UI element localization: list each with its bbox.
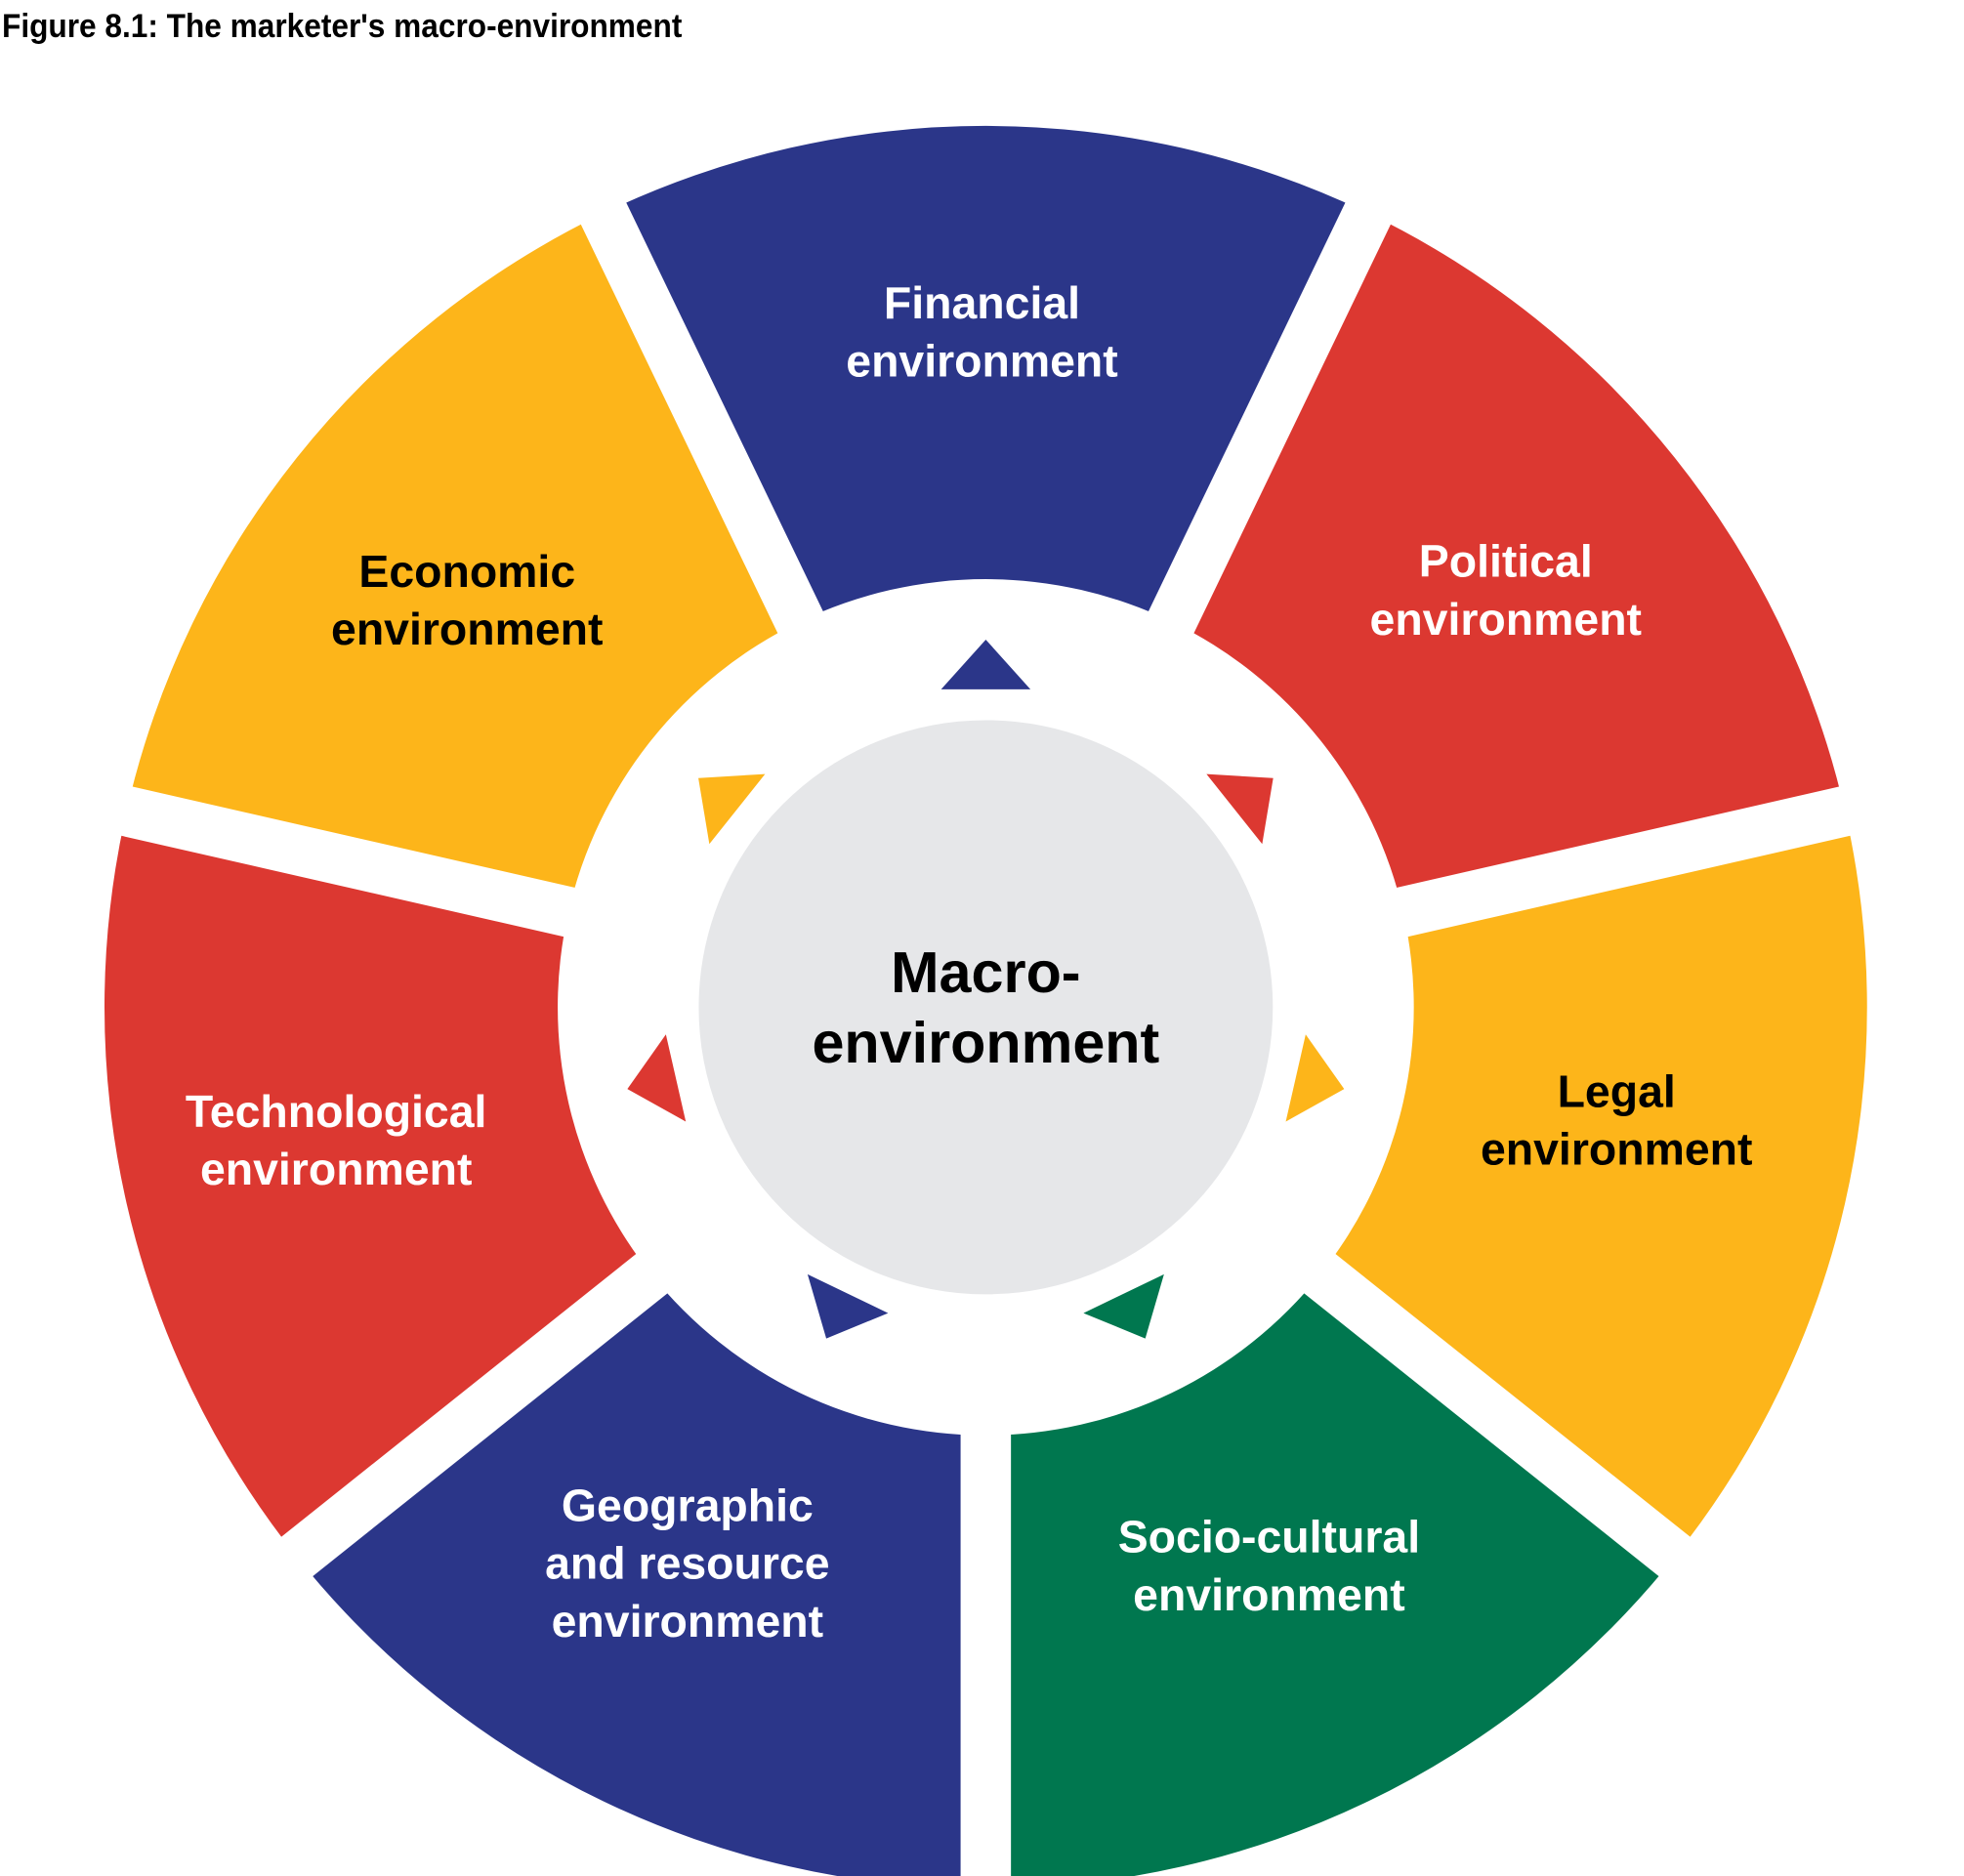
label-line: Technological <box>186 1086 487 1137</box>
label-line: Financial <box>884 277 1080 328</box>
center-label-line: Macro- <box>891 939 1080 1005</box>
center-label-line: environment <box>812 1010 1159 1075</box>
label-legal: Legal environment <box>1481 1065 1752 1174</box>
figure-title: Figure 8.1: The marketer's macro-environ… <box>2 8 683 45</box>
segment-political <box>1171 213 1846 912</box>
arrow-legal-icon <box>1285 1034 1345 1122</box>
label-technological: Technological environment <box>186 1086 487 1194</box>
arrow-political-icon <box>1206 773 1274 845</box>
label-line: Economic <box>358 546 575 597</box>
label-geographic: Geographic and resource environment <box>545 1480 829 1647</box>
label-socio-cultural: Socio-cultural environment <box>1118 1512 1420 1620</box>
label-line: and resource <box>545 1538 829 1589</box>
arrow-financial-icon <box>940 639 1031 689</box>
label-line: Geographic <box>562 1480 814 1530</box>
arrow-socio-cultural-icon <box>1083 1273 1164 1339</box>
label-line: environment <box>846 335 1117 386</box>
label-line: environment <box>1133 1569 1404 1620</box>
label-line: environment <box>1481 1124 1752 1175</box>
label-line: Socio-cultural <box>1118 1512 1420 1563</box>
label-line: environment <box>331 604 603 654</box>
label-economic: Economic environment <box>331 546 603 654</box>
segments-group <box>104 125 1867 1876</box>
label-line: Political <box>1419 535 1593 586</box>
label-line: Legal <box>1558 1065 1676 1116</box>
arrow-economic-icon <box>698 773 766 845</box>
center-circle <box>681 702 1291 1313</box>
label-line: environment <box>552 1596 823 1647</box>
segment-financial <box>603 125 1368 622</box>
arrows-group <box>627 639 1345 1339</box>
center-label: Macro-environment <box>812 939 1159 1075</box>
label-line: environment <box>1370 594 1642 645</box>
label-political: Political environment <box>1370 535 1642 644</box>
segment-economic <box>126 213 801 912</box>
arrow-geographic-icon <box>807 1273 889 1339</box>
label-financial: Financial environment <box>846 277 1117 386</box>
label-line: environment <box>200 1144 472 1194</box>
arrow-technological-icon <box>627 1034 687 1122</box>
